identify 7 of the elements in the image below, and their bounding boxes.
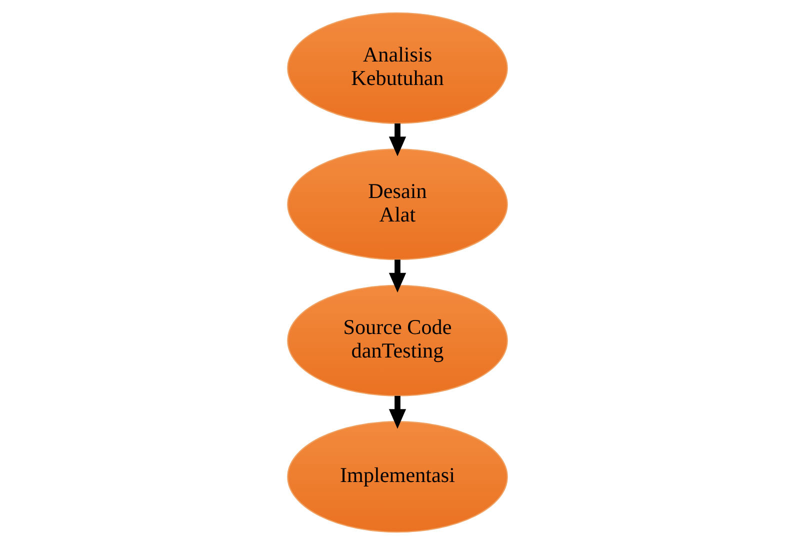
node-ellipse: Implementasi bbox=[287, 421, 508, 533]
arrow bbox=[388, 123, 406, 156]
node-ellipse: Analisis Kebutuhan bbox=[287, 12, 508, 124]
node-ellipse: Desain Alat bbox=[287, 148, 508, 260]
arrow bbox=[388, 260, 406, 292]
node-ellipse: Source Code danTesting bbox=[287, 284, 508, 396]
arrow bbox=[388, 396, 406, 429]
